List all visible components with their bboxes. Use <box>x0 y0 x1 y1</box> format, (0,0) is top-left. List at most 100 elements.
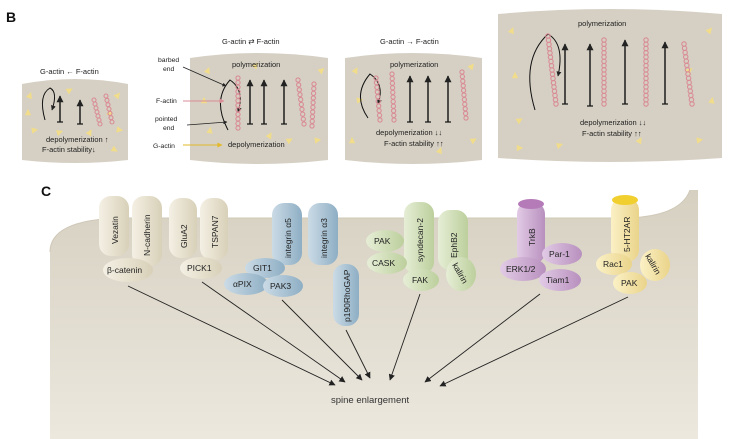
spine-enlargement-label: spine enlargement <box>331 395 410 406</box>
5ht2ar-receptor <box>611 198 639 262</box>
g-actin-triangle <box>511 71 519 79</box>
git1-protein <box>245 258 285 278</box>
g-actin-triangle <box>356 97 364 104</box>
actin-bead <box>298 101 304 108</box>
arrow-group4 <box>388 293 421 381</box>
actin-bead <box>297 92 303 98</box>
5ht2ar-cap <box>612 195 638 205</box>
g-actin-triangle <box>635 137 642 145</box>
panel-b-label: B <box>6 9 16 25</box>
trkb-label: TrkB <box>527 228 537 246</box>
apix-label: αPIX <box>233 279 252 289</box>
spine-head-1 <box>22 79 128 163</box>
spine4-polymerization: polymerization <box>578 19 626 28</box>
callout-factin: F-actin <box>156 98 177 105</box>
vezatin-receptor <box>99 196 129 256</box>
spine2-polymerization: polymerization <box>232 60 280 69</box>
g-actin-triangle <box>705 27 713 35</box>
g-actin-triangle <box>435 146 442 155</box>
apix-protein <box>224 273 268 295</box>
spine1-top-label: G-actin ← F-actin <box>40 67 99 76</box>
integrin-a3-receptor <box>308 203 338 265</box>
actin-bead <box>235 125 241 131</box>
g-actin-triangle <box>31 127 39 134</box>
spine3-bottom-line1: depolymerization ↓↓ <box>376 128 442 137</box>
spine2-depolymerization: depolymerization <box>228 140 285 149</box>
n-cadherin-receptor <box>132 196 162 266</box>
git1-label: GIT1 <box>253 263 272 273</box>
pak-label-g6: PAK <box>621 278 638 288</box>
glua2-label: GluA2 <box>179 224 189 248</box>
fak-protein <box>403 269 439 291</box>
arrow-group5 <box>424 293 541 383</box>
ephb2-receptor <box>438 210 468 270</box>
par-1-protein <box>542 243 582 265</box>
callout-barbed-1: barbed <box>158 57 179 64</box>
g-actin-triangle <box>200 96 208 104</box>
actin-bead <box>97 121 103 127</box>
p190rhogap-label: p190RhoGAP <box>342 269 352 322</box>
pak-protein-g6 <box>613 272 647 294</box>
actin-bead <box>299 106 305 112</box>
g-actin-triangle <box>203 66 210 75</box>
spine3-bottom-line2: F-actin stability ↑↑ <box>384 139 444 148</box>
erk12-label: ERK1/2 <box>506 264 536 274</box>
arrow-group6 <box>439 296 629 387</box>
g-actin-triangle <box>65 88 73 95</box>
pak-protein-g4 <box>366 230 404 252</box>
actin-bead <box>601 101 607 107</box>
kalirin-protein-g6 <box>640 249 670 281</box>
g-actin-triangle <box>113 92 121 100</box>
beta-catenin-protein <box>103 258 153 282</box>
rac1-protein <box>596 253 632 275</box>
callout-pointed-line <box>186 120 228 126</box>
g-actin-triangle <box>516 144 524 152</box>
g-actin-triangle <box>696 137 704 144</box>
actin-bead <box>377 117 383 123</box>
actin-bead <box>553 101 559 107</box>
syndecan-2-label: syndecan-2 <box>415 218 425 262</box>
spine1-bottom-line2: F-actin stability↓ <box>42 145 96 154</box>
syndecan-2-receptor <box>404 202 434 274</box>
pick1-label: PICK1 <box>187 263 212 273</box>
p190rhogap-protein <box>333 264 359 326</box>
actin-bead <box>300 111 306 117</box>
arrow-group3b <box>345 329 371 379</box>
actin-bead <box>309 123 315 129</box>
g-actin-monomers <box>24 26 715 155</box>
actin-bead <box>301 121 307 127</box>
trkb-receptor <box>517 202 545 264</box>
g-actin-triangle <box>265 132 272 140</box>
g-actin-triangle <box>206 126 213 134</box>
integrin-a5-receptor <box>272 203 302 265</box>
g-actin-triangle <box>85 129 92 137</box>
beta-catenin-label: β-catenin <box>107 265 142 275</box>
spine2-top-label: G-actin ⇄ F-actin <box>222 37 280 46</box>
g-actin-triangle <box>55 130 64 137</box>
callout-pointed-1: pointed <box>155 116 178 123</box>
pak3-label: PAK3 <box>270 281 291 291</box>
g-actin-triangle <box>467 63 475 71</box>
g-actin-triangle <box>110 145 118 152</box>
spine4-bottom-line2: F-actin stability ↑↑ <box>582 129 642 138</box>
tiam1-protein <box>539 269 581 291</box>
par-1-label: Par-1 <box>549 249 570 259</box>
actin-bead <box>643 101 649 107</box>
arrow-group1 <box>127 285 336 386</box>
callout-gactin: G-actin <box>153 143 175 150</box>
g-actin-triangle <box>251 62 259 70</box>
arrow-group2 <box>201 281 346 383</box>
ephb2-label: EphB2 <box>449 232 459 258</box>
spine4-bottom-line1: depolymerization ↓↓ <box>580 118 646 127</box>
panel-c-label: C <box>41 183 51 199</box>
actin-bead <box>300 116 306 122</box>
5ht2ar-label: 5-HT2AR <box>622 217 632 252</box>
g-actin-triangle <box>507 26 514 35</box>
trkb-cap <box>518 199 544 209</box>
g-actin-triangle <box>24 108 32 116</box>
actin-bead <box>296 87 302 93</box>
erk12-protein <box>500 257 546 281</box>
spine3-polymerization: polymerization <box>390 60 438 69</box>
g-actin-triangle <box>314 137 322 144</box>
